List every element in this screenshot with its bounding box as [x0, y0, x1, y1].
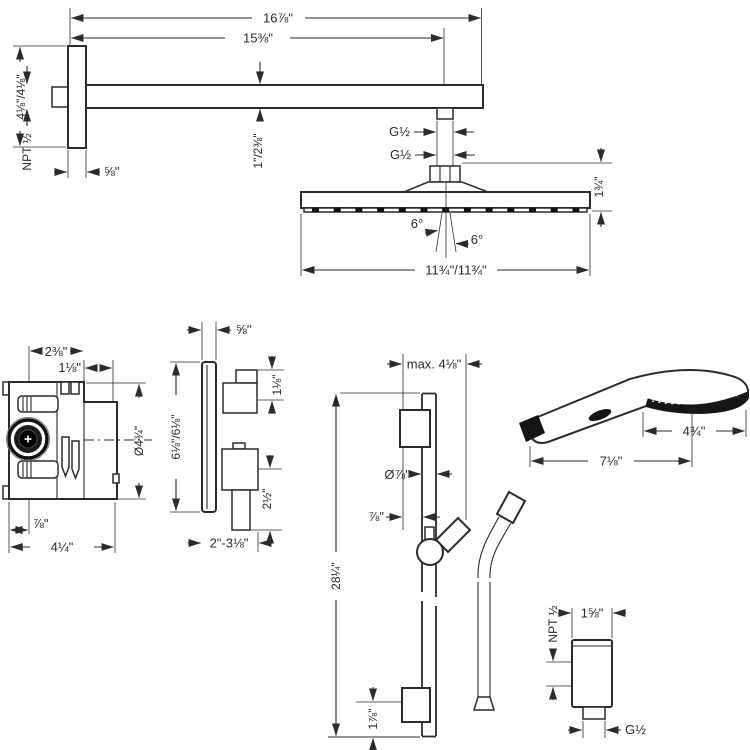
label-outlet-wall-thread: NPT ½ [546, 605, 560, 642]
slider-knob [416, 538, 444, 566]
dim-trim-plate-depth: ⅝" [236, 322, 252, 337]
label-outlet-thread-arm: G½ [389, 124, 410, 139]
dim-valve-cutout-diameter: Ø4¾" [132, 426, 146, 456]
trim-plate [201, 361, 217, 513]
handshower-holder [434, 516, 472, 554]
dim-head-height: 1¾" [592, 177, 606, 198]
dim-valve-top-offset: 2⅜" [45, 344, 68, 359]
hose-inner-edge [489, 522, 512, 697]
label-spray-angle-right: 6° [471, 232, 483, 247]
valve-port-top [17, 395, 59, 413]
shower-head-drawing: 6° 6° 1¾" 11¾"/11¾" [300, 148, 612, 278]
dim-bar-length: 28¼" [329, 562, 343, 590]
dim-valve-body-width: 4¼" [51, 540, 74, 555]
dim-trim-upper-handle-depth: 1⅛" [270, 375, 284, 396]
hose-connector [495, 490, 527, 525]
dim-bar-diameter: Ø⅞" [384, 467, 410, 482]
slide-bar-bottom-bracket [401, 687, 431, 723]
dim-hand-shower-head-length: 4¾" [683, 424, 706, 439]
wall-outlet-thread-stub [582, 706, 606, 720]
label-outlet-hose-thread: G½ [625, 722, 646, 737]
spray-face-dots [651, 393, 743, 405]
dim-valve-center-offset: ⅞" [33, 516, 49, 531]
shower-arm-drawing: 16⅞" 15⅜" 4⅛"/4⅛" NPT ½ ⅝" 1"/2⅜" [13, 8, 484, 179]
hose-break-mark [476, 578, 492, 582]
dim-outlet-body-width: 1⅝" [581, 606, 604, 621]
head-plate [300, 191, 591, 209]
label-outlet-thread-head: G½ [390, 147, 411, 162]
rough-valve-drawing: 2⅜" 1⅛" Ø4¾" ⅞" 4¼" [2, 344, 152, 555]
slide-bar-top-bracket [399, 409, 431, 448]
dim-bottom-height: 1⅞" [366, 709, 380, 730]
wall-nipple [51, 86, 69, 108]
trim-upper-handle [222, 382, 258, 414]
slide-bar-drawing: max. 4⅛" Ø⅞" ⅞" 28¼" 1⅞" [328, 354, 527, 750]
dim-hand-shower-total-length: 7⅛" [600, 454, 623, 469]
arm-outlet-stub [436, 107, 454, 120]
head-mount-nut [429, 165, 461, 183]
dim-wall-clearance: ⅞" [369, 509, 385, 524]
wall-outlet-drawing: 1⅝" NPT ½ G½ [546, 605, 646, 738]
dim-flange-height: 4⅛"/4⅛" [14, 74, 28, 119]
shower-arm-bar [85, 84, 484, 109]
valve-port-bottom [17, 460, 59, 479]
dim-trim-plate-height: 6⅛"/6⅛" [169, 414, 183, 459]
wall-outlet-body [571, 639, 613, 708]
hose-end-cone [472, 696, 496, 711]
dim-head-width: 11¾"/11¾" [425, 263, 487, 278]
dim-holder-reach: max. 4⅛" [407, 357, 462, 372]
dim-arm-length-to-outlet: 15⅜" [243, 31, 273, 46]
dim-trim-projection-range: 2"-3⅛" [210, 536, 249, 551]
dim-valve-top-right-offset: 1⅛" [58, 360, 81, 375]
dim-arm-overall-length: 16⅞" [263, 11, 293, 26]
trim-lower-handle-stem [231, 489, 251, 531]
label-arm-wall-thread: NPT ½ [20, 133, 34, 170]
dim-arm-profile: 1"/2⅜" [251, 133, 265, 168]
valve-trim-drawing: ⅝" 1⅛" 2½" 6⅛"/6⅛" 2"-3⅛" [169, 322, 284, 552]
dim-flange-depth: ⅝" [104, 164, 120, 179]
hose-outer-edge [477, 516, 500, 697]
hand-shower-spray-face [645, 391, 749, 414]
label-spray-angle-left: 6° [411, 216, 423, 231]
hand-shower-drawing: 4¾" 7⅛" [519, 368, 749, 469]
hand-shower-button [588, 408, 612, 422]
dim-trim-lower-handle-depth: 2½" [260, 489, 274, 510]
valve-cartridge-outer-ring [6, 417, 50, 461]
trim-upper-handle-stub [235, 369, 258, 384]
wall-flange [67, 45, 87, 149]
hand-shower-inlet-cap [519, 415, 545, 442]
trim-lower-handle [221, 448, 259, 491]
